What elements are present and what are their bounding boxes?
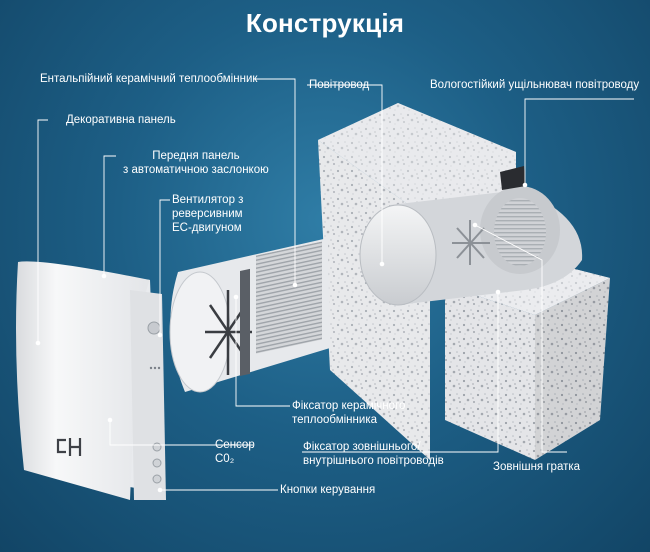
label-duct-fixer-line2: внутрішнього повітроводів xyxy=(303,455,444,467)
label-front-panel-line2: з автоматичною заслонкою xyxy=(123,164,269,176)
label-fan-line3: EC-двигуном xyxy=(172,222,242,234)
brand-logo-icon xyxy=(56,438,82,456)
label-fan-line2: реверсивним xyxy=(172,208,243,220)
label-fan: Вентилятор з реверсивним EC-двигуном xyxy=(172,193,243,235)
label-duct-fixer-line1: Фіксатор зовнішнього/ xyxy=(303,441,421,453)
label-ceramic-fixer-line1: Фіксатор керамічного xyxy=(292,400,406,412)
page-title: Конструкція xyxy=(245,8,405,38)
label-duct: Повітровод xyxy=(309,79,370,91)
leader-lines xyxy=(37,78,634,491)
duct xyxy=(359,166,583,306)
label-outer-grille: Зовнішня гратка xyxy=(493,461,581,473)
label-seal: Вологостійкий ущільнювач повітроводу xyxy=(430,79,640,91)
label-ceramic-fixer: Фіксатор керамічного теплообмінника xyxy=(292,399,405,427)
label-heat-exchanger: Ентальпійний керамічний теплообмінник xyxy=(40,73,258,85)
label-sensor: Сенсор C0₂ xyxy=(215,438,255,466)
label-decor-panel: Декоративна панель xyxy=(66,114,176,126)
label-front-panel: Передня панель з автоматичною заслонкою xyxy=(123,149,269,177)
front-device xyxy=(16,261,166,500)
label-fan-line1: Вентилятор з xyxy=(172,194,244,206)
label-sensor-line2: C0₂ xyxy=(215,453,235,465)
heat-exchanger-cassette xyxy=(169,238,330,393)
label-ceramic-fixer-line2: теплообмінника xyxy=(292,414,377,426)
label-buttons: Кнопки керування xyxy=(280,484,376,496)
leader-dot-icon xyxy=(35,182,528,493)
label-front-panel-line1: Передня панель xyxy=(152,150,240,162)
label-sensor-line1: Сенсор xyxy=(215,439,255,451)
label-duct-fixer: Фіксатор зовнішнього/ внутрішнього повіт… xyxy=(303,440,444,468)
